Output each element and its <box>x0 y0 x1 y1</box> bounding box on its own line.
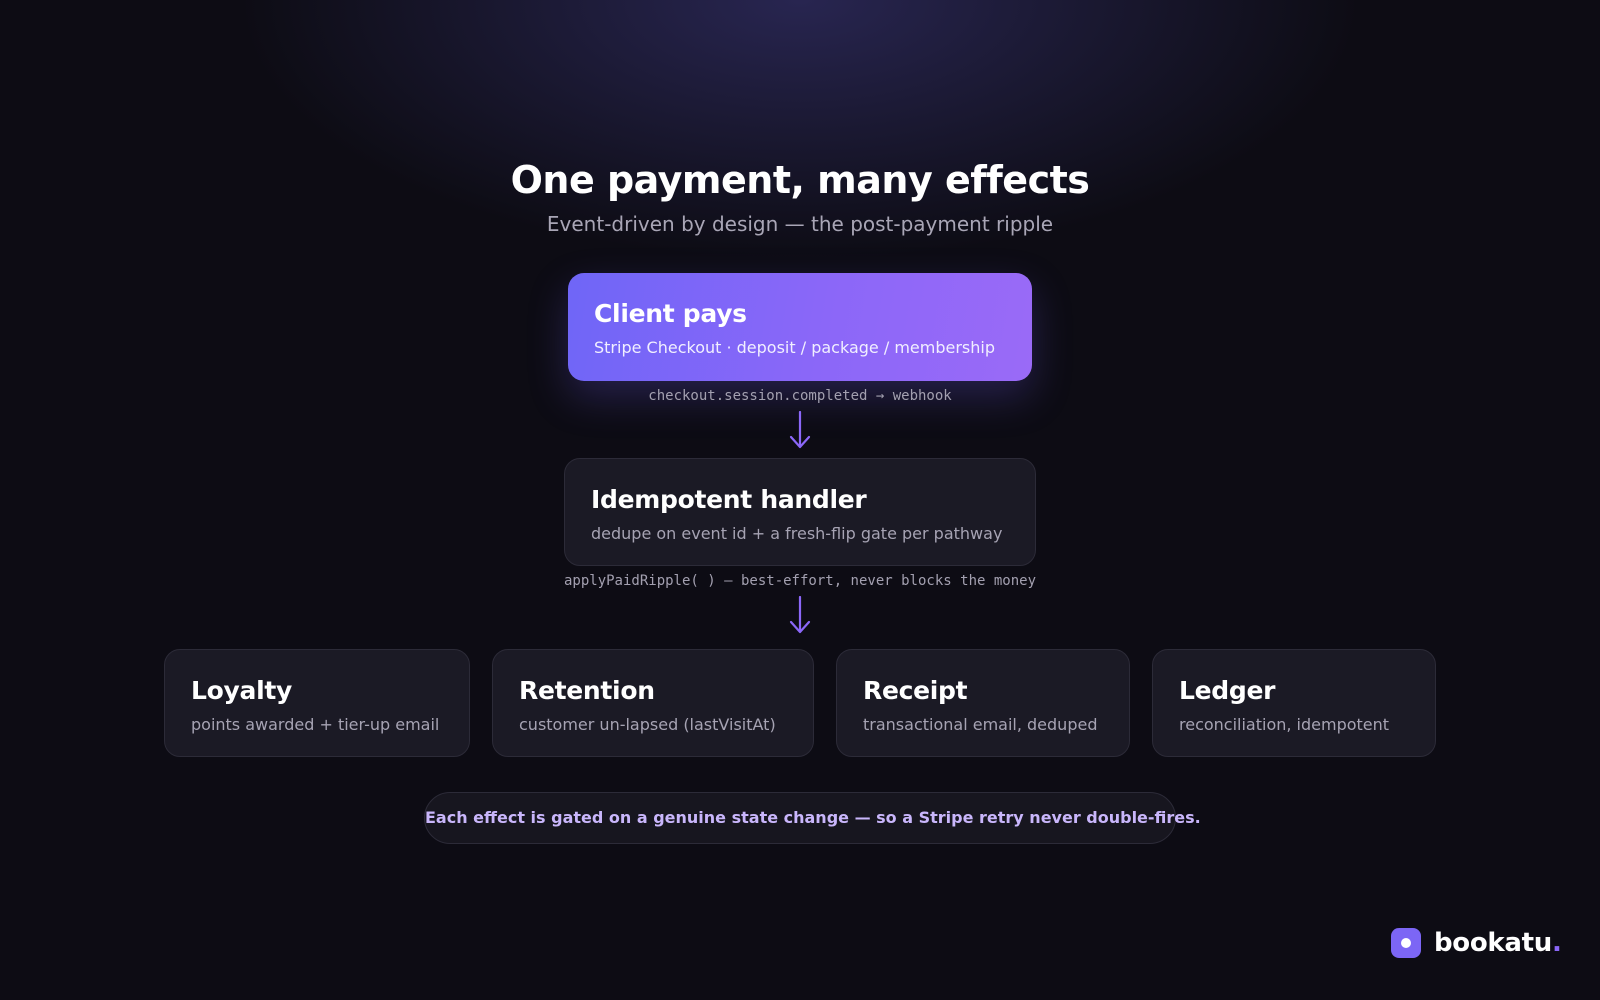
node-title: Idempotent handler <box>591 485 867 514</box>
node-title: Loyalty <box>191 676 292 705</box>
node-detail: dedupe on event id + a fresh-flip gate p… <box>591 524 1003 543</box>
node-title: Client pays <box>594 299 747 328</box>
effect-receipt-node: Receipt transactional email, deduped <box>836 649 1130 757</box>
brand-logo: bookatu. <box>1391 927 1562 959</box>
node-detail: points awarded + tier-up email <box>191 715 440 734</box>
node-title: Receipt <box>863 676 968 705</box>
footnote-pill: Each effect is gated on a genuine state … <box>424 792 1201 844</box>
brand-accent-dot: . <box>1552 928 1562 958</box>
diagram-subtitle: Event-driven by design — the post-paymen… <box>546 212 1054 236</box>
brand-dot-icon <box>1391 928 1421 958</box>
idempotent-handler-node: Idempotent handler dedupe on event id + … <box>564 458 1036 566</box>
node-title: Ledger <box>1179 676 1276 705</box>
client-pays-node: Client pays Stripe Checkout · deposit / … <box>568 273 1032 381</box>
effect-retention-node: Retention customer un-lapsed (lastVisitA… <box>492 649 814 757</box>
ripple-edge-label: applyPaidRipple( ) — best-effort, never … <box>563 573 1036 589</box>
arrow-down-icon <box>789 596 811 634</box>
node-detail: transactional email, deduped <box>863 715 1098 734</box>
node-detail: Stripe Checkout · deposit / package / me… <box>594 338 995 357</box>
effect-ledger-node: Ledger reconciliation, idempotent <box>1152 649 1436 757</box>
node-detail: reconciliation, idempotent <box>1179 715 1390 734</box>
arrow-down-icon <box>789 411 811 449</box>
node-title: Retention <box>519 676 655 705</box>
diagram-title: One payment, many effects <box>510 158 1090 202</box>
node-detail: customer un-lapsed (lastVisitAt) <box>519 715 776 734</box>
brand-name: bookatu <box>1434 928 1553 958</box>
effect-loyalty-node: Loyalty points awarded + tier-up email <box>164 649 470 757</box>
webhook-edge-label: checkout.session.completed → webhook <box>648 388 952 404</box>
